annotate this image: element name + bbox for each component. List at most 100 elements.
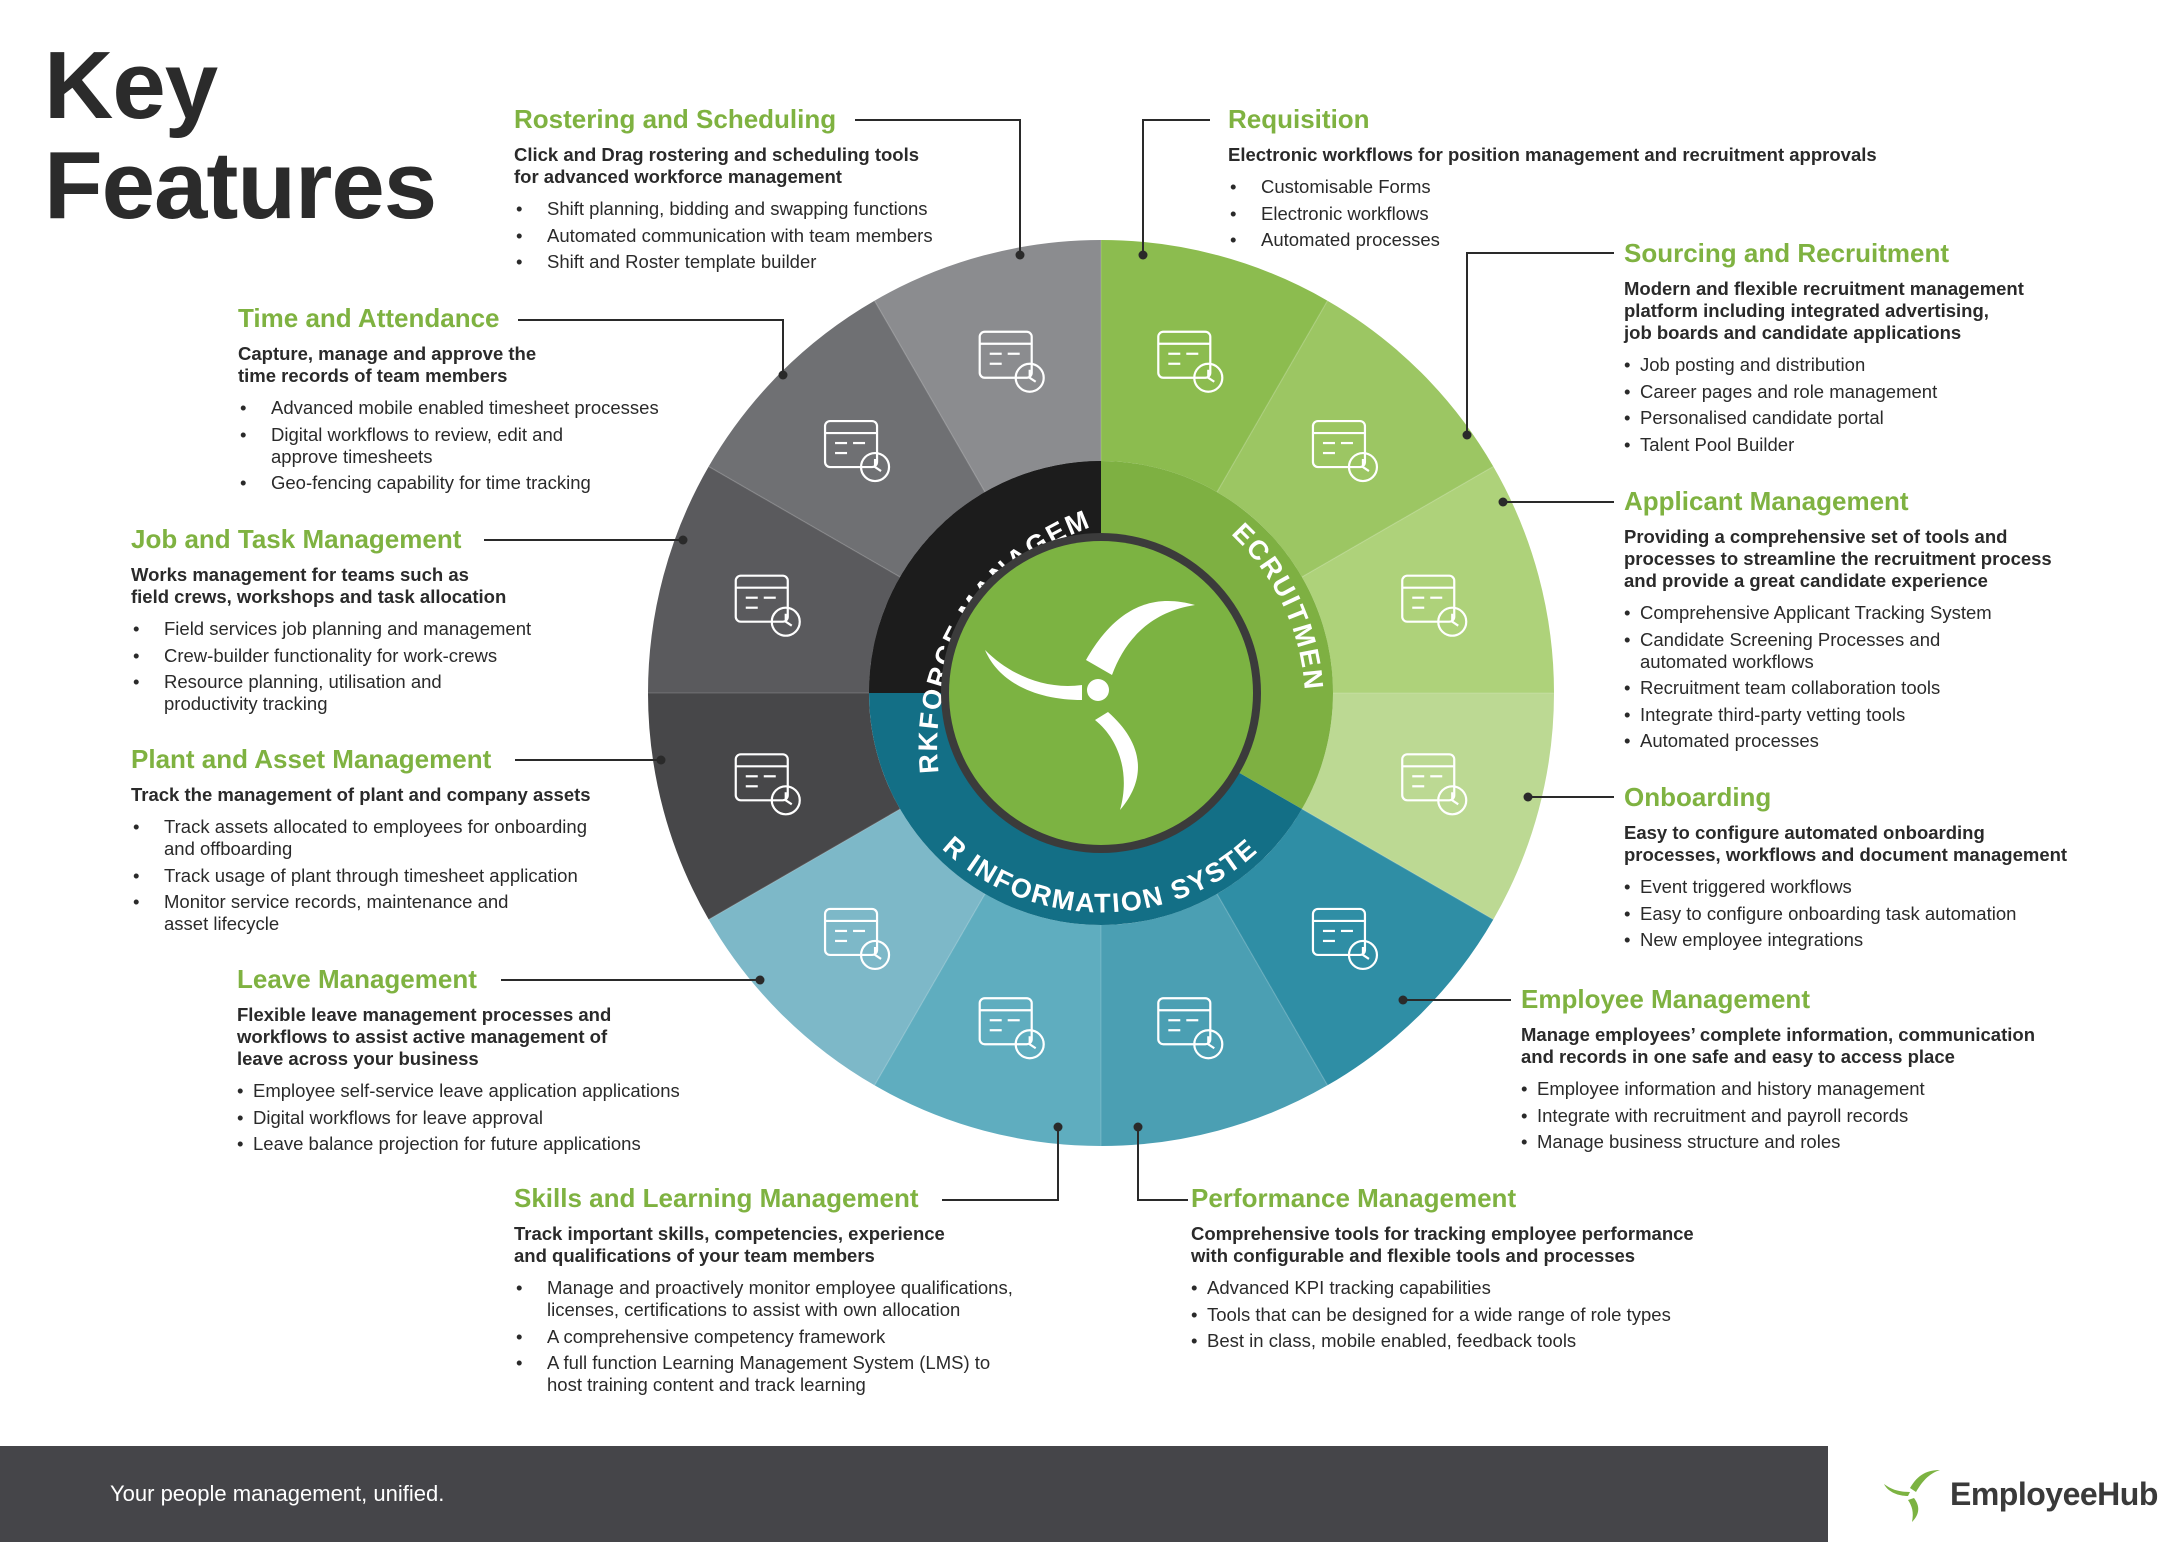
- bullet: Recruitment team collaboration tools: [1624, 677, 2164, 699]
- bullet: Candidate Screening Processes and automa…: [1624, 629, 2164, 673]
- bullet: Automated communication with team member…: [514, 225, 1014, 247]
- segment-divider: [1301, 465, 1494, 578]
- feature-plant-asset: Plant and Asset Management Track the man…: [131, 744, 691, 940]
- segment-divider: [873, 300, 986, 493]
- bullet: Resource planning, utilisation and produ…: [131, 671, 631, 715]
- feature-performance: Performance Management Comprehensive too…: [1191, 1183, 1751, 1357]
- feature-bullets: Job posting and distribution Career page…: [1624, 354, 2144, 456]
- feature-subtitle: Providing a comprehensive set of tools a…: [1624, 526, 2052, 591]
- feature-subtitle: Click and Drag rostering and scheduling …: [514, 144, 920, 187]
- bullet: Track assets allocated to employees for …: [131, 816, 691, 860]
- bullet: Advanced mobile enabled timesheet proces…: [238, 397, 738, 419]
- segment-performance: [1101, 893, 1328, 1146]
- feature-title: Onboarding: [1624, 782, 1772, 812]
- calendar-team-icon: [823, 907, 891, 971]
- feature-onboarding: Onboarding Easy to configure automated o…: [1624, 782, 2164, 956]
- feature-bullets: Shift planning, bidding and swapping fun…: [514, 198, 1014, 273]
- connector-dot: [656, 755, 666, 765]
- footer-tagline: Your people management, unified.: [110, 1481, 445, 1506]
- feature-time-attendance: Time and Attendance Capture, manage and …: [238, 303, 738, 499]
- bullet: Digital workflows to review, edit and ap…: [238, 424, 738, 468]
- recruitment-search-icon: [1311, 419, 1379, 483]
- connector-dot: [1053, 1122, 1063, 1132]
- bullet: Automated processes: [1624, 730, 2164, 752]
- bullet: New employee integrations: [1624, 929, 2164, 951]
- feature-subtitle: Modern and flexible recruitment manageme…: [1624, 278, 2024, 343]
- feature-applicant: Applicant Management Providing a compreh…: [1624, 486, 2164, 757]
- clipboard-gear-icon: [734, 574, 801, 637]
- feature-leave: Leave Management Flexible leave manageme…: [237, 964, 797, 1160]
- bullet: Monitor service records, maintenance and…: [131, 891, 691, 935]
- feature-title: Sourcing and Recruitment: [1624, 238, 1950, 268]
- connector-dot: [778, 370, 788, 380]
- feature-title: Job and Task Management: [131, 524, 462, 554]
- bullet: Talent Pool Builder: [1624, 434, 2144, 456]
- feature-skills-learning: Skills and Learning Management Track imp…: [514, 1183, 1074, 1401]
- feature-title: Employee Management: [1521, 984, 1810, 1014]
- bullet: Geo-fencing capability for time tracking: [238, 472, 738, 494]
- workflow-checklist-icon: [1157, 330, 1224, 393]
- bullet: Advanced KPI tracking capabilities: [1191, 1277, 1751, 1299]
- segment-rostering: [874, 240, 1101, 493]
- feature-title: Leave Management: [237, 964, 477, 994]
- bullet: Customisable Forms: [1228, 176, 1968, 198]
- feature-bullets: Employee self-service leave application …: [237, 1080, 797, 1155]
- asset-dollar-icon: [734, 753, 801, 816]
- connector-dot: [1133, 1122, 1143, 1132]
- feature-title: Rostering and Scheduling: [514, 104, 837, 134]
- checklist-people-icon: [823, 419, 891, 483]
- bullet: Track usage of plant through timesheet a…: [131, 865, 691, 887]
- band-hris: [869, 693, 1302, 925]
- connector-line: [942, 1127, 1059, 1201]
- wheel-segments: [648, 240, 1554, 1146]
- feature-subtitle: Comprehensive tools for tracking employe…: [1191, 1223, 1694, 1266]
- feature-bullets: Track assets allocated to employees for …: [131, 816, 691, 935]
- team-gear-icon: [1401, 753, 1468, 816]
- feature-title: Requisition: [1228, 104, 1370, 134]
- feature-subtitle: Electronic workflows for position manage…: [1228, 144, 1877, 165]
- segment-onboarding: [1301, 693, 1554, 920]
- bullet: Career pages and role management: [1624, 381, 2144, 403]
- feature-sourcing: Sourcing and Recruitment Modern and flex…: [1624, 238, 2144, 460]
- feature-bullets: Customisable Forms Electronic workflows …: [1228, 176, 1968, 251]
- connector-line: [1466, 252, 1614, 435]
- org-people-icon: [1311, 907, 1379, 971]
- segment-divider: [1216, 300, 1329, 493]
- feature-subtitle: Track important skills, competencies, ex…: [514, 1223, 945, 1266]
- kpi-gauge-icon: [1157, 997, 1224, 1060]
- bullet: Job posting and distribution: [1624, 354, 2144, 376]
- connector-dot: [1462, 430, 1472, 440]
- bullet: A full function Learning Management Syst…: [514, 1352, 1074, 1396]
- feature-title: Time and Attendance: [238, 303, 500, 333]
- candidate-profile-icon: [1401, 574, 1468, 637]
- bullet: Digital workflows for leave approval: [237, 1107, 797, 1129]
- connector-line: [1137, 1127, 1188, 1201]
- footer-bar: Your people management, unified.: [0, 1446, 1828, 1542]
- connector-dot: [1015, 250, 1025, 260]
- segment-divider: [873, 893, 986, 1086]
- band-recruitment: [1101, 461, 1333, 809]
- learning-idea-icon: [978, 997, 1045, 1060]
- bullet: Integrate third-party vetting tools: [1624, 704, 2164, 726]
- feature-title: Skills and Learning Management: [514, 1183, 919, 1213]
- connector-dot: [1498, 497, 1508, 507]
- feature-rostering: Rostering and Scheduling Click and Drag …: [514, 104, 1014, 278]
- feature-subtitle: Manage employees’ complete information, …: [1521, 1024, 2035, 1067]
- bullet: Employee information and history managem…: [1521, 1078, 2081, 1100]
- bullet: Best in class, mobile enabled, feedback …: [1191, 1330, 1751, 1352]
- connector-dot: [678, 535, 688, 545]
- feature-bullets: Comprehensive Applicant Tracking System …: [1624, 602, 2164, 752]
- segment-skills: [874, 893, 1101, 1146]
- connector-dot: [1523, 792, 1533, 802]
- feature-title: Plant and Asset Management: [131, 744, 492, 774]
- bullet: A comprehensive competency framework: [514, 1326, 1074, 1348]
- segment-job: [648, 466, 901, 693]
- bullet: Leave balance projection for future appl…: [237, 1133, 797, 1155]
- callout-connectors: [484, 119, 1614, 1201]
- bullet: Tools that can be designed for a wide ra…: [1191, 1304, 1751, 1326]
- bullet: Integrate with recruitment and payroll r…: [1521, 1105, 2081, 1127]
- connector-dot: [755, 975, 765, 985]
- segment-divider: [1216, 893, 1329, 1086]
